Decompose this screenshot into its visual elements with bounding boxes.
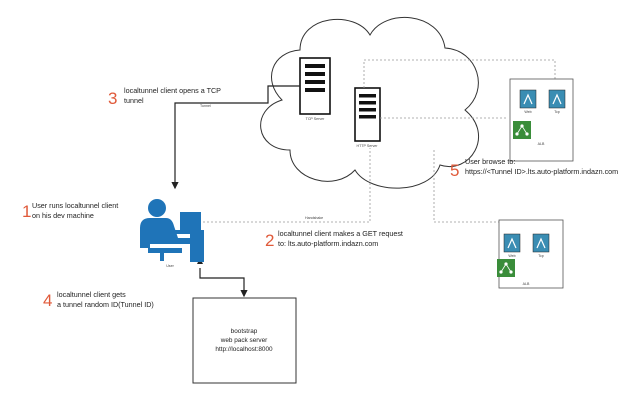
step-3: 3 localtunnel client opens a TCP tunnel (108, 86, 221, 108)
step-3-line-1: localtunnel client opens a TCP (124, 86, 221, 95)
local-server-box: bootstrap web pack server http://localho… (192, 297, 297, 384)
step-1: 1 User runs localtunnel client on his de… (22, 201, 118, 221)
step-1-line-1: User runs localtunnel client (32, 201, 118, 210)
alb-icon (513, 121, 531, 139)
tunnel-arrow (171, 85, 300, 190)
web-service-icon (519, 89, 537, 109)
step-5: 5 User browse to: https://<Tunnel ID>.lt… (450, 157, 618, 180)
local-server-line-2: web pack server (220, 337, 268, 344)
alb-icon (497, 259, 515, 277)
user-label: User (166, 264, 174, 268)
step-5-number: 5 (450, 161, 459, 180)
step-1-line-2: on his dev machine (32, 211, 94, 220)
step-2-line-2: to: lts.auto-platform.indazn.com (278, 239, 378, 248)
step-4-number: 4 (43, 291, 52, 310)
step-1-number: 1 (22, 202, 31, 221)
tcp-server-label: TCP Server (306, 117, 326, 121)
card2-item-2: Tcp (538, 254, 544, 258)
local-server-arrow (199, 268, 248, 298)
step-2-number: 2 (265, 231, 274, 250)
handshake-label: Handshake (305, 216, 323, 220)
tcp-server: TCP Server (299, 57, 331, 121)
handshake-line (203, 148, 371, 223)
app-card-top: Web Tcp ALB (509, 78, 574, 162)
cloud-to-card2-line (433, 150, 508, 223)
card1-footer: ALB (538, 142, 545, 146)
step-4-line-1: localtunnel client gets (57, 290, 126, 299)
step-2-line-1: localtunnel client makes a GET request (278, 229, 403, 238)
step-5-line-1: User browse to: (465, 157, 515, 166)
card2-footer: ALB (523, 282, 530, 286)
user-icon: User (140, 199, 204, 268)
step-4: 4 localtunnel client gets a tunnel rando… (43, 290, 154, 310)
step-2: 2 localtunnel client makes a GET request… (265, 229, 403, 250)
app-card-bottom: Web Tcp ALB (497, 219, 564, 289)
http-server-label: HTTP Server (357, 144, 379, 148)
tcp-service-icon (532, 233, 550, 253)
card1-item-2: Tcp (554, 110, 560, 114)
tcp-service-icon (548, 89, 566, 109)
tcp-to-card1-line (363, 59, 556, 88)
local-server-line-3: http://localhost:8000 (215, 346, 273, 353)
step-3-line-2: tunnel (124, 96, 144, 105)
card1-item-1: Web (524, 110, 531, 114)
tunnel-label: Tunnel (200, 104, 211, 108)
card2-item-1: Web (508, 254, 515, 258)
local-server-line-1: bootstrap (231, 328, 258, 335)
http-server: HTTP Server (354, 87, 381, 148)
step-3-number: 3 (108, 89, 117, 108)
step-4-line-2: a tunnel random ID(Tunnel ID) (57, 300, 154, 309)
step-5-line-2: https://<Tunnel ID>.lts.auto-platform.in… (465, 167, 618, 176)
web-service-icon (503, 233, 521, 253)
